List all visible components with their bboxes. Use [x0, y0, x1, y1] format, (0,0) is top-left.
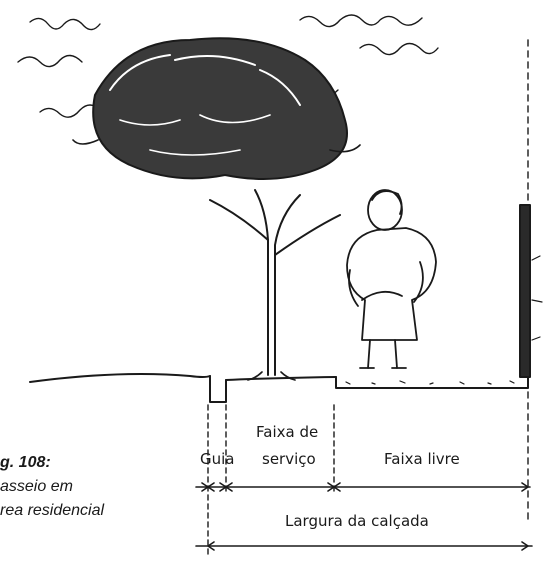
- dimension-line-largura: [195, 541, 533, 551]
- dimension-extension-lines: [207, 404, 335, 556]
- figure-caption-title: g. 108:: [0, 454, 51, 471]
- person-figure: [346, 189, 437, 369]
- label-faixa-servico-line2: serviço: [262, 450, 316, 468]
- ground-and-curb: [29, 373, 529, 403]
- dimension-line-faixas: [195, 482, 531, 492]
- label-faixa-servico-line1: Faixa de: [256, 423, 319, 441]
- tree-trunk: [209, 189, 341, 381]
- building-wall: [519, 39, 543, 521]
- figure-caption-line1: asseio em: [0, 478, 73, 495]
- tree-canopy: [72, 37, 361, 180]
- label-largura-calcada: Largura da calçada: [285, 512, 429, 530]
- label-guia: Guia: [200, 450, 235, 468]
- figure-caption-line2: rea residencial: [0, 502, 105, 519]
- label-faixa-livre: Faixa livre: [384, 450, 460, 468]
